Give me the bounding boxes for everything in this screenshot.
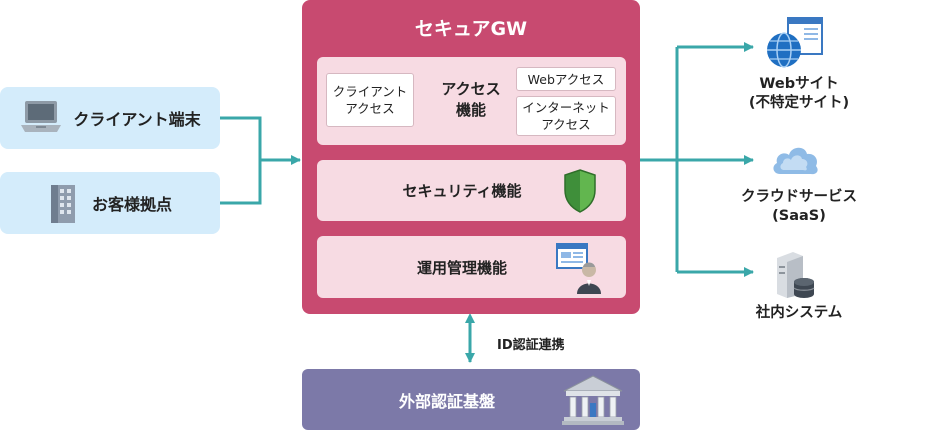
secure-gateway-box: セキュアGW クライアント アクセス アクセス 機能 Webアクセス インターネ…	[302, 0, 640, 314]
internet-access-line: アクセス	[541, 117, 591, 132]
laptop-icon	[21, 101, 62, 132]
connector-site	[220, 160, 262, 205]
gateway-title: セキュアGW	[414, 17, 528, 40]
access-function-label: アクセス 機能	[429, 75, 513, 125]
id-link-label: ID認証連携	[497, 338, 565, 353]
access-function-label-line: アクセス	[441, 80, 501, 98]
security-function-label: セキュリティ機能	[402, 182, 522, 200]
external-auth-base-label: 外部認証基盤	[398, 391, 495, 411]
institution-building-icon	[562, 375, 624, 425]
destination-line: クラウドサービス	[741, 189, 857, 205]
source-label: クライアント端末	[73, 110, 201, 129]
internet-access-line: インターネット	[522, 100, 610, 115]
destination-line: 社内システム	[755, 305, 843, 321]
web-access-label: Webアクセス	[527, 71, 605, 87]
shield-icon	[564, 169, 596, 213]
access-function-box: クライアント アクセス アクセス 機能 Webアクセス インターネット アクセス	[317, 57, 626, 145]
source-label: お客様拠点	[91, 195, 172, 214]
external-auth-base-box: 外部認証基盤	[302, 369, 640, 430]
client-access-line: クライアント	[332, 84, 408, 99]
source-customer-site: お客様拠点	[0, 172, 220, 234]
client-access-box: クライアント アクセス	[326, 73, 414, 127]
access-function-label-line: 機能	[455, 101, 486, 119]
globe-icon	[767, 17, 823, 68]
building-icon	[50, 185, 75, 223]
internet-access-box: インターネット アクセス	[516, 96, 616, 136]
connector-client	[220, 116, 262, 160]
admin-monitor-icon	[556, 243, 601, 294]
web-access-box: Webアクセス	[516, 67, 616, 91]
management-function-box: 運用管理機能	[317, 236, 626, 298]
destination-cloud: クラウドサービス (SaaS)	[734, 188, 864, 226]
destination-internal: 社内システム	[734, 304, 864, 323]
client-access-line: アクセス	[345, 101, 395, 116]
destination-line: (不特定サイト)	[748, 95, 850, 111]
server-icon	[777, 252, 815, 298]
security-function-box: セキュリティ機能	[317, 160, 626, 221]
cloud-icon	[773, 147, 818, 175]
destination-line: (SaaS)	[772, 208, 826, 224]
destination-line: Webサイト	[759, 76, 839, 92]
destination-web: Webサイト (不特定サイト)	[734, 75, 864, 113]
source-client-terminal: クライアント端末	[0, 87, 220, 149]
management-function-label: 運用管理機能	[416, 258, 507, 277]
